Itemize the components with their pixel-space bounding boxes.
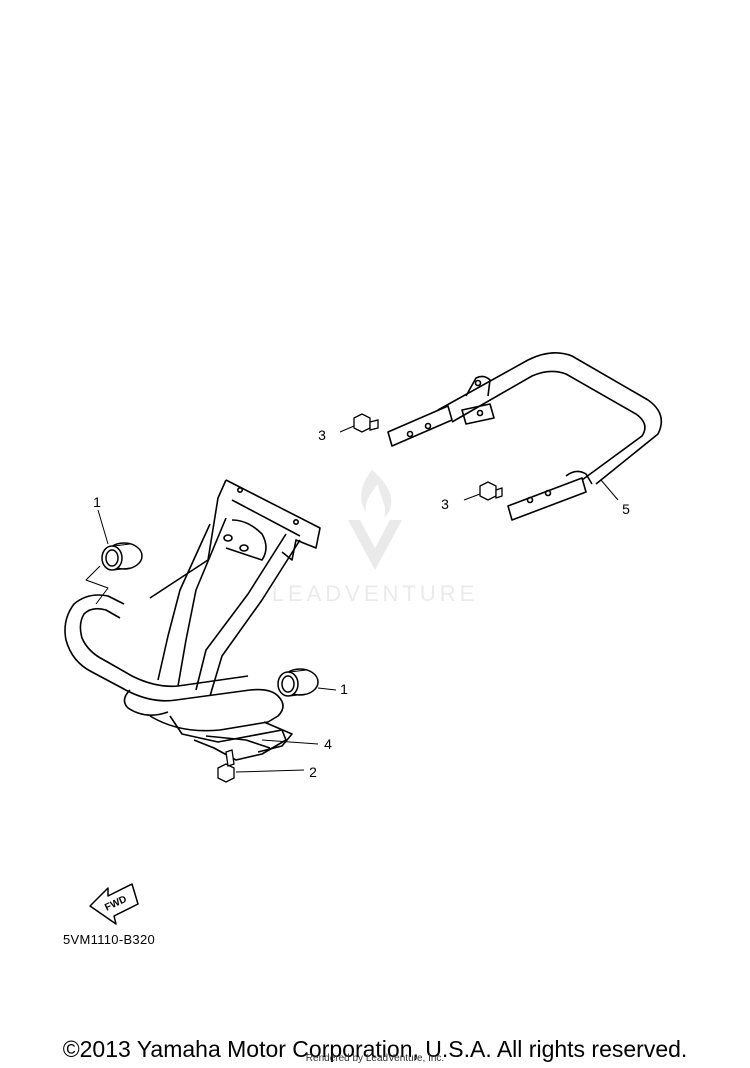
watermark-text: LEADVENTURE (272, 581, 479, 606)
callout-1-right: 1 (340, 681, 348, 697)
rendered-by-text: Rendered by LeadVenture, Inc. (305, 1053, 445, 1064)
part-4-front-guard (64, 479, 321, 761)
fwd-arrow-icon: FWD (89, 883, 139, 925)
part-5-rear-grab-bar (387, 352, 663, 521)
callout-4: 4 (324, 736, 332, 752)
callout-3-top: 3 (318, 427, 326, 443)
copyright-notice: ©2013 Yamaha Motor Corporation, U.S.A. A… (62, 1036, 688, 1062)
part-3-bolt-top (339, 413, 379, 433)
callout-3-bottom: 3 (441, 496, 449, 512)
part-1-grommet-top (97, 509, 143, 571)
part-2-bolt (217, 749, 305, 783)
leader-line-4 (261, 739, 319, 745)
callout-1-top: 1 (93, 494, 101, 510)
diagram-code: 5VM1110-B320 (63, 932, 156, 947)
leadventure-watermark: LEADVENTURE (272, 470, 479, 606)
part-3-bolt-bottom (463, 481, 503, 501)
callout-2: 2 (309, 764, 317, 780)
part-1-grommet-right (277, 668, 337, 697)
callout-5: 5 (622, 501, 630, 517)
